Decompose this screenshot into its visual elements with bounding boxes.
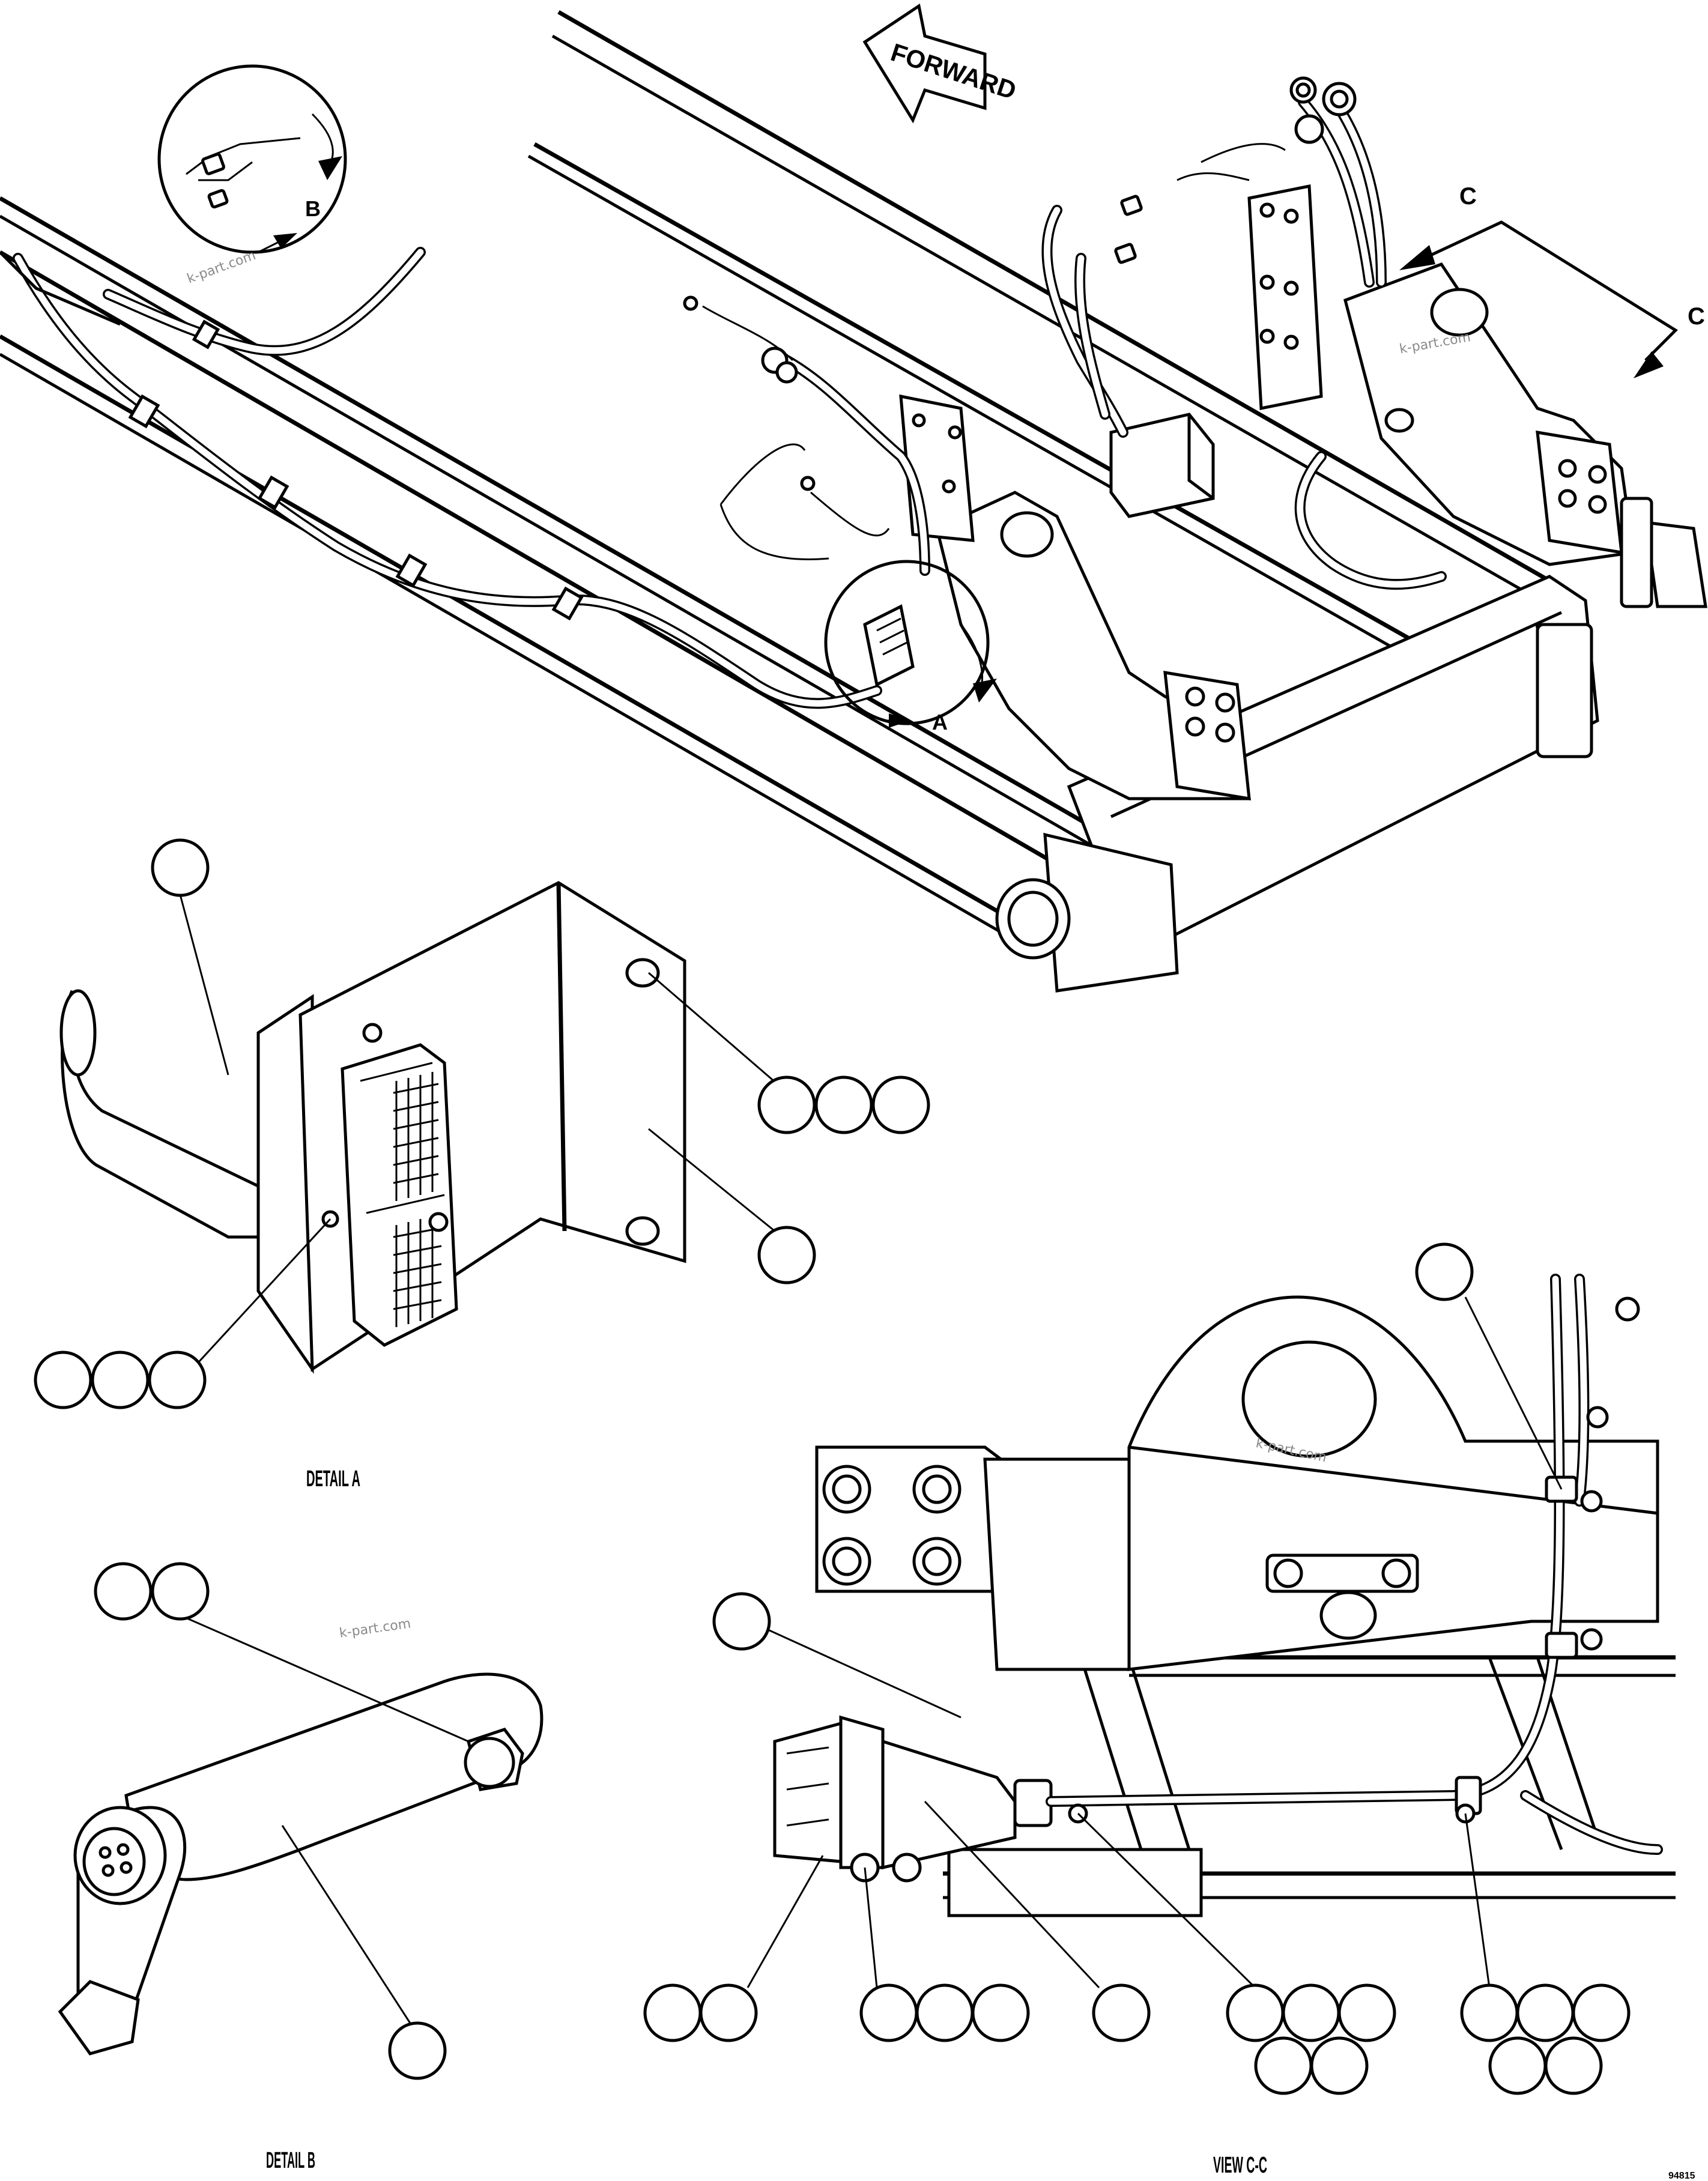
callout-balloon xyxy=(1337,1983,1396,2042)
callout-balloon xyxy=(94,1562,153,1621)
callout-balloon xyxy=(971,1983,1030,2042)
detail-b-title: DETAIL B xyxy=(266,2148,315,2173)
main-frame-view: A B FORWARD C C xyxy=(0,3,1707,993)
right-frame-rail xyxy=(527,10,1575,704)
callout-balloon xyxy=(699,1983,758,2042)
mounting-plate xyxy=(1247,184,1323,411)
callout-balloon xyxy=(148,1351,207,1409)
callout-balloon xyxy=(1282,1983,1340,2042)
callout-balloon xyxy=(757,1075,816,1134)
callout-balloon xyxy=(814,1075,873,1134)
callout-balloon xyxy=(1516,1983,1575,2042)
harness-clips xyxy=(128,319,584,621)
harness-connectors xyxy=(683,76,1357,491)
watermark: k-part.com xyxy=(339,1616,412,1641)
callout-balloon xyxy=(859,1983,918,2042)
callout-balloon xyxy=(915,1983,974,2042)
callout-balloon xyxy=(871,1075,930,1134)
wire-harness-main xyxy=(0,247,882,709)
callout-balloon xyxy=(1310,2036,1369,2095)
view-cc: VIEW C-C 94815 xyxy=(643,1242,1695,2181)
callout-balloon xyxy=(1254,2036,1313,2095)
callout-balloon xyxy=(1488,2036,1547,2095)
callout-balloon xyxy=(712,1592,771,1651)
detail-b-marker: B xyxy=(305,196,321,221)
callout-balloon xyxy=(151,838,210,897)
callout-balloon xyxy=(1572,1983,1631,2042)
section-c-label-2: C xyxy=(1688,303,1705,330)
callout-balloon xyxy=(1226,1983,1285,2042)
section-c-label-1: C xyxy=(1459,183,1477,210)
watermark: k-part.com xyxy=(185,248,258,286)
detail-a-view: DETAIL A xyxy=(34,838,930,1492)
figure-code: 94815 xyxy=(1668,2171,1695,2181)
view-cc-title: VIEW C-C xyxy=(1213,2153,1267,2178)
detail-b-callout xyxy=(157,64,347,254)
pivot-pin xyxy=(995,878,1071,960)
left-mount-bracket xyxy=(935,491,1251,801)
callout-balloon xyxy=(388,2021,447,2080)
detail-a-callout xyxy=(824,560,997,728)
detail-b-view: DETAIL B xyxy=(58,1562,544,2173)
forward-arrow: FORWARD xyxy=(862,3,1020,124)
detail-a-title: DETAIL A xyxy=(306,1466,360,1492)
right-mount-bracket xyxy=(1343,262,1635,566)
callout-balloon xyxy=(643,1983,702,2042)
callout-balloon xyxy=(151,1562,210,1621)
detail-a-marker: A xyxy=(932,710,948,734)
section-c-arrows: C C xyxy=(1399,183,1705,378)
rear-connector xyxy=(1620,497,1707,608)
callout-balloon xyxy=(1460,1983,1519,2042)
callout-balloon xyxy=(1544,2036,1603,2095)
callout-balloon xyxy=(91,1351,150,1409)
callout-balloon xyxy=(34,1351,92,1409)
callout-balloon xyxy=(1092,1983,1151,2042)
callout-balloon xyxy=(757,1226,816,1284)
relay-box xyxy=(1109,413,1215,518)
connector-pin-grid xyxy=(393,1072,442,1327)
wire-harness-branches xyxy=(702,97,1447,590)
callout-balloon xyxy=(1415,1242,1474,1301)
